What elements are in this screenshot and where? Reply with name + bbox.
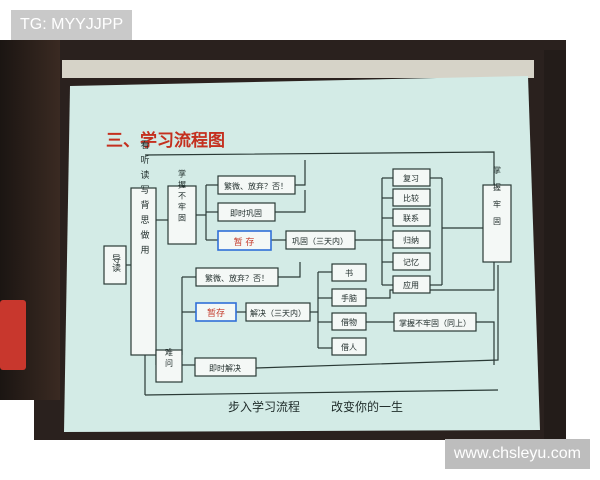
projection-screen — [64, 76, 540, 432]
node-jiewu-label: 借物 — [341, 317, 357, 327]
node-jieren-label: 借人 — [341, 342, 357, 352]
slide-title: 三、学习流程图 — [106, 130, 225, 151]
screen-right-edge — [544, 50, 566, 440]
node-gonggu-3: 巩固（三天内） — [285, 230, 356, 250]
footer-left: 步入学习流程 — [228, 399, 300, 414]
node-nanwen-label: 难问 — [165, 347, 174, 370]
node-shu-label: 书 — [345, 268, 353, 278]
node-jishi-gonggu: 即时巩固 — [217, 202, 276, 222]
node-zancun-top: 暂 存 — [217, 230, 272, 251]
node-zhangwo-bulaogu: 掌握不牢固（同上） — [393, 312, 477, 332]
node-zancun-mid-label: 暂存 — [207, 307, 225, 319]
node-jiejue-3-label: 解决（三天内） — [250, 308, 306, 318]
node-kantingdu: 看听读写背思做用 — [130, 139, 157, 356]
node-shu: 书 — [331, 263, 367, 282]
node-bijiao-label: 比较 — [403, 193, 419, 203]
node-zhangwo-laogu-label: 掌握牢固 — [493, 165, 502, 234]
screen-top-bar — [62, 60, 534, 78]
footer-right: 改变你的一生 — [331, 399, 403, 414]
node-jishi-jiejue-label: 即时解决 — [209, 363, 241, 373]
node-jiyi: 记忆 — [392, 252, 431, 271]
node-guina-label: 归纳 — [403, 235, 419, 245]
node-daodu: 导读 — [103, 245, 127, 285]
watermark-top: TG: MYYJJPP — [11, 10, 133, 40]
node-shounao: 手脑 — [331, 288, 367, 307]
node-zancun-mid: 暂存 — [195, 302, 237, 322]
flow-connectors — [126, 151, 499, 396]
node-lianxi: 联系 — [392, 208, 431, 227]
red-sign — [0, 300, 26, 370]
node-kantingdu-label: 看听读写背思做用 — [139, 139, 150, 260]
node-fuxi-label: 复习 — [403, 173, 419, 183]
node-jiewu: 借物 — [331, 312, 367, 331]
node-shounao-label: 手脑 — [341, 293, 357, 303]
node-fanjuan-top-label: 繁微、放弃？否！ — [224, 181, 288, 191]
node-zhangwo-buwei: 掌握不牢固 — [167, 169, 197, 245]
watermark-bottom: www.chsleyu.com — [444, 439, 590, 469]
node-zhangwo-bulaogu-label: 掌握不牢固（同上） — [399, 318, 471, 328]
node-fanjuan-mid: 繁微、放弃？否！ — [195, 267, 279, 287]
node-daodu-label: 导读 — [110, 254, 121, 273]
node-bijiao: 比较 — [392, 188, 431, 207]
node-gonggu-3-label: 巩固（三天内） — [292, 236, 348, 246]
node-jieren: 借人 — [331, 337, 367, 356]
node-guina: 归纳 — [392, 230, 431, 249]
node-jishi-jiejue: 即时解决 — [194, 357, 257, 377]
node-zhangwo-buwei-label: 掌握不牢固 — [178, 169, 187, 225]
node-yingyong-label: 应用 — [403, 280, 419, 290]
node-fanjuan-top: 繁微、放弃？否！ — [217, 175, 296, 195]
node-yingyong: 应用 — [392, 275, 431, 294]
node-lianxi-label: 联系 — [403, 213, 419, 223]
node-fanjuan-mid-label: 繁微、放弃？否！ — [205, 273, 269, 283]
node-jiyi-label: 记忆 — [403, 257, 419, 267]
node-nanwen: 难问 — [155, 347, 183, 383]
node-jishi-gonggu-label: 即时巩固 — [230, 208, 262, 218]
node-zancun-top-label: 暂 存 — [234, 236, 255, 248]
node-jiejue-3: 解决（三天内） — [245, 302, 311, 322]
node-zhangwo-laogu: 掌握牢固 — [482, 165, 512, 263]
node-fuxi: 复习 — [392, 168, 431, 187]
